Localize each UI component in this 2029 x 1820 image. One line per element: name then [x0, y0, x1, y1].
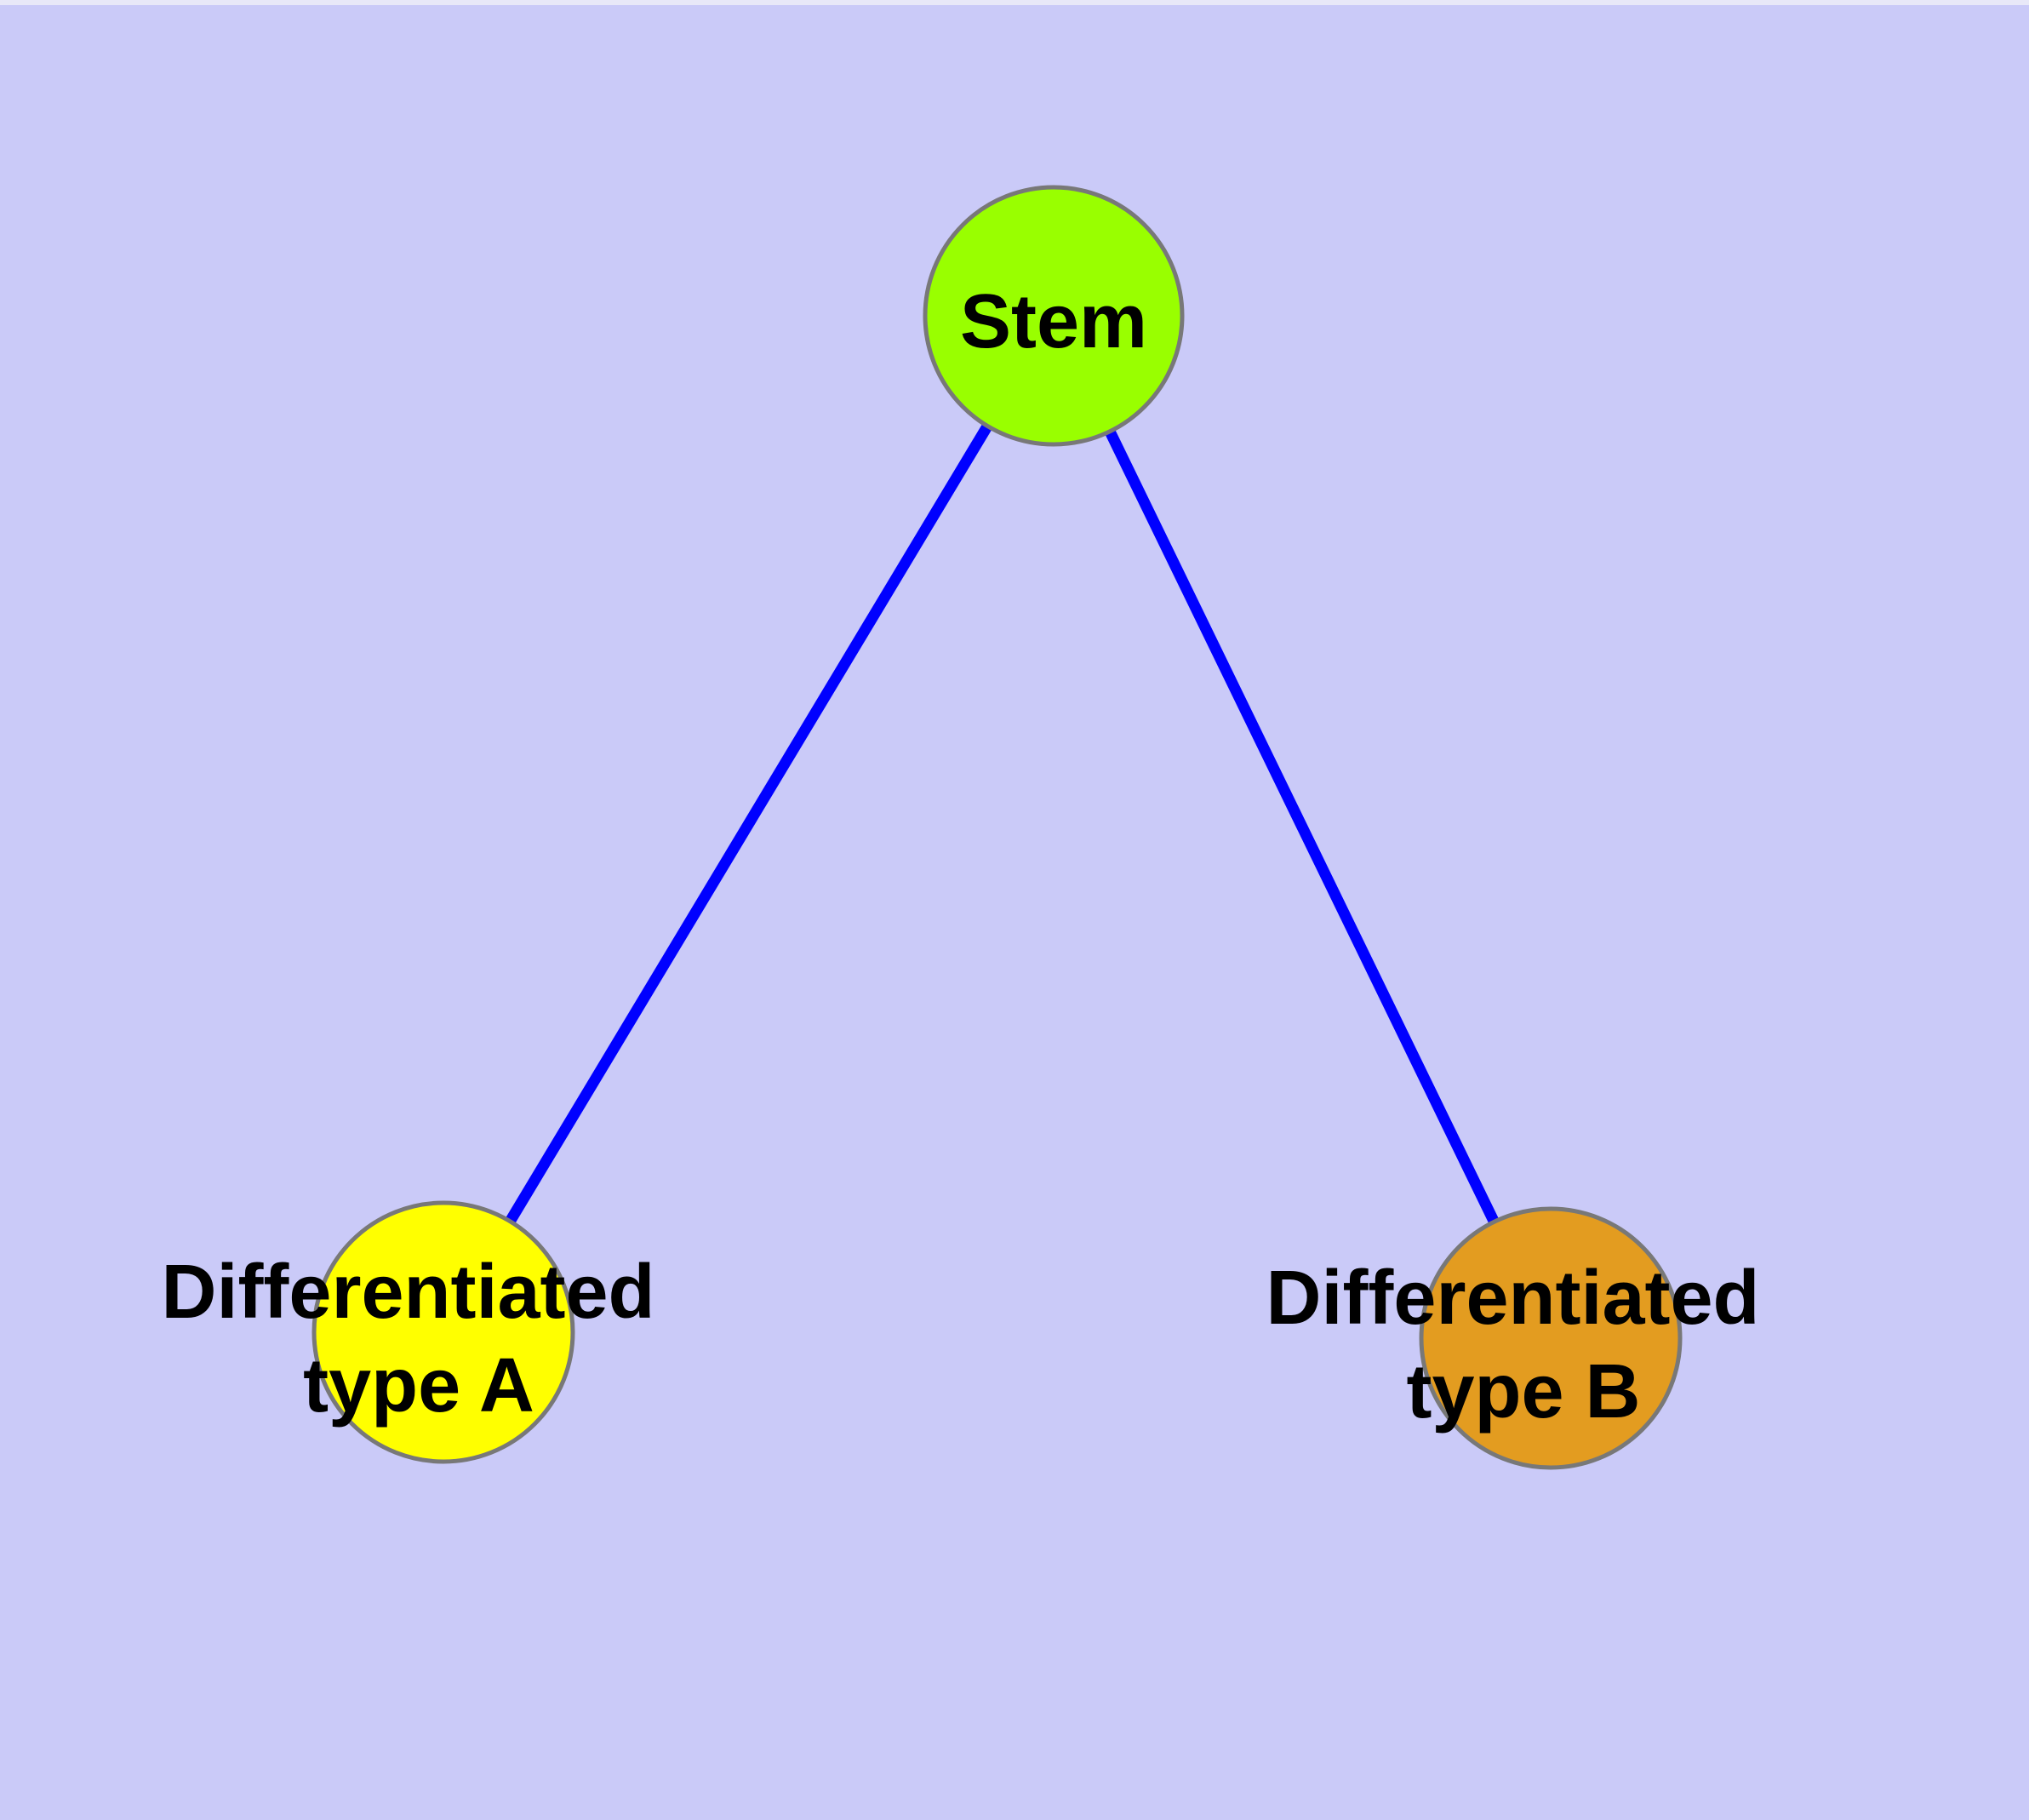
- node-type-a-circle[interactable]: [311, 1200, 575, 1464]
- edge-stem-to-type-a: [438, 312, 1059, 1336]
- node-type-b-circle[interactable]: [1419, 1206, 1683, 1470]
- edge-stem-to-type-b: [1049, 313, 1556, 1341]
- node-stem-circle[interactable]: [923, 185, 1185, 447]
- node-stem[interactable]: Stem: [923, 185, 1185, 447]
- top-edge-highlight: [0, 0, 2029, 5]
